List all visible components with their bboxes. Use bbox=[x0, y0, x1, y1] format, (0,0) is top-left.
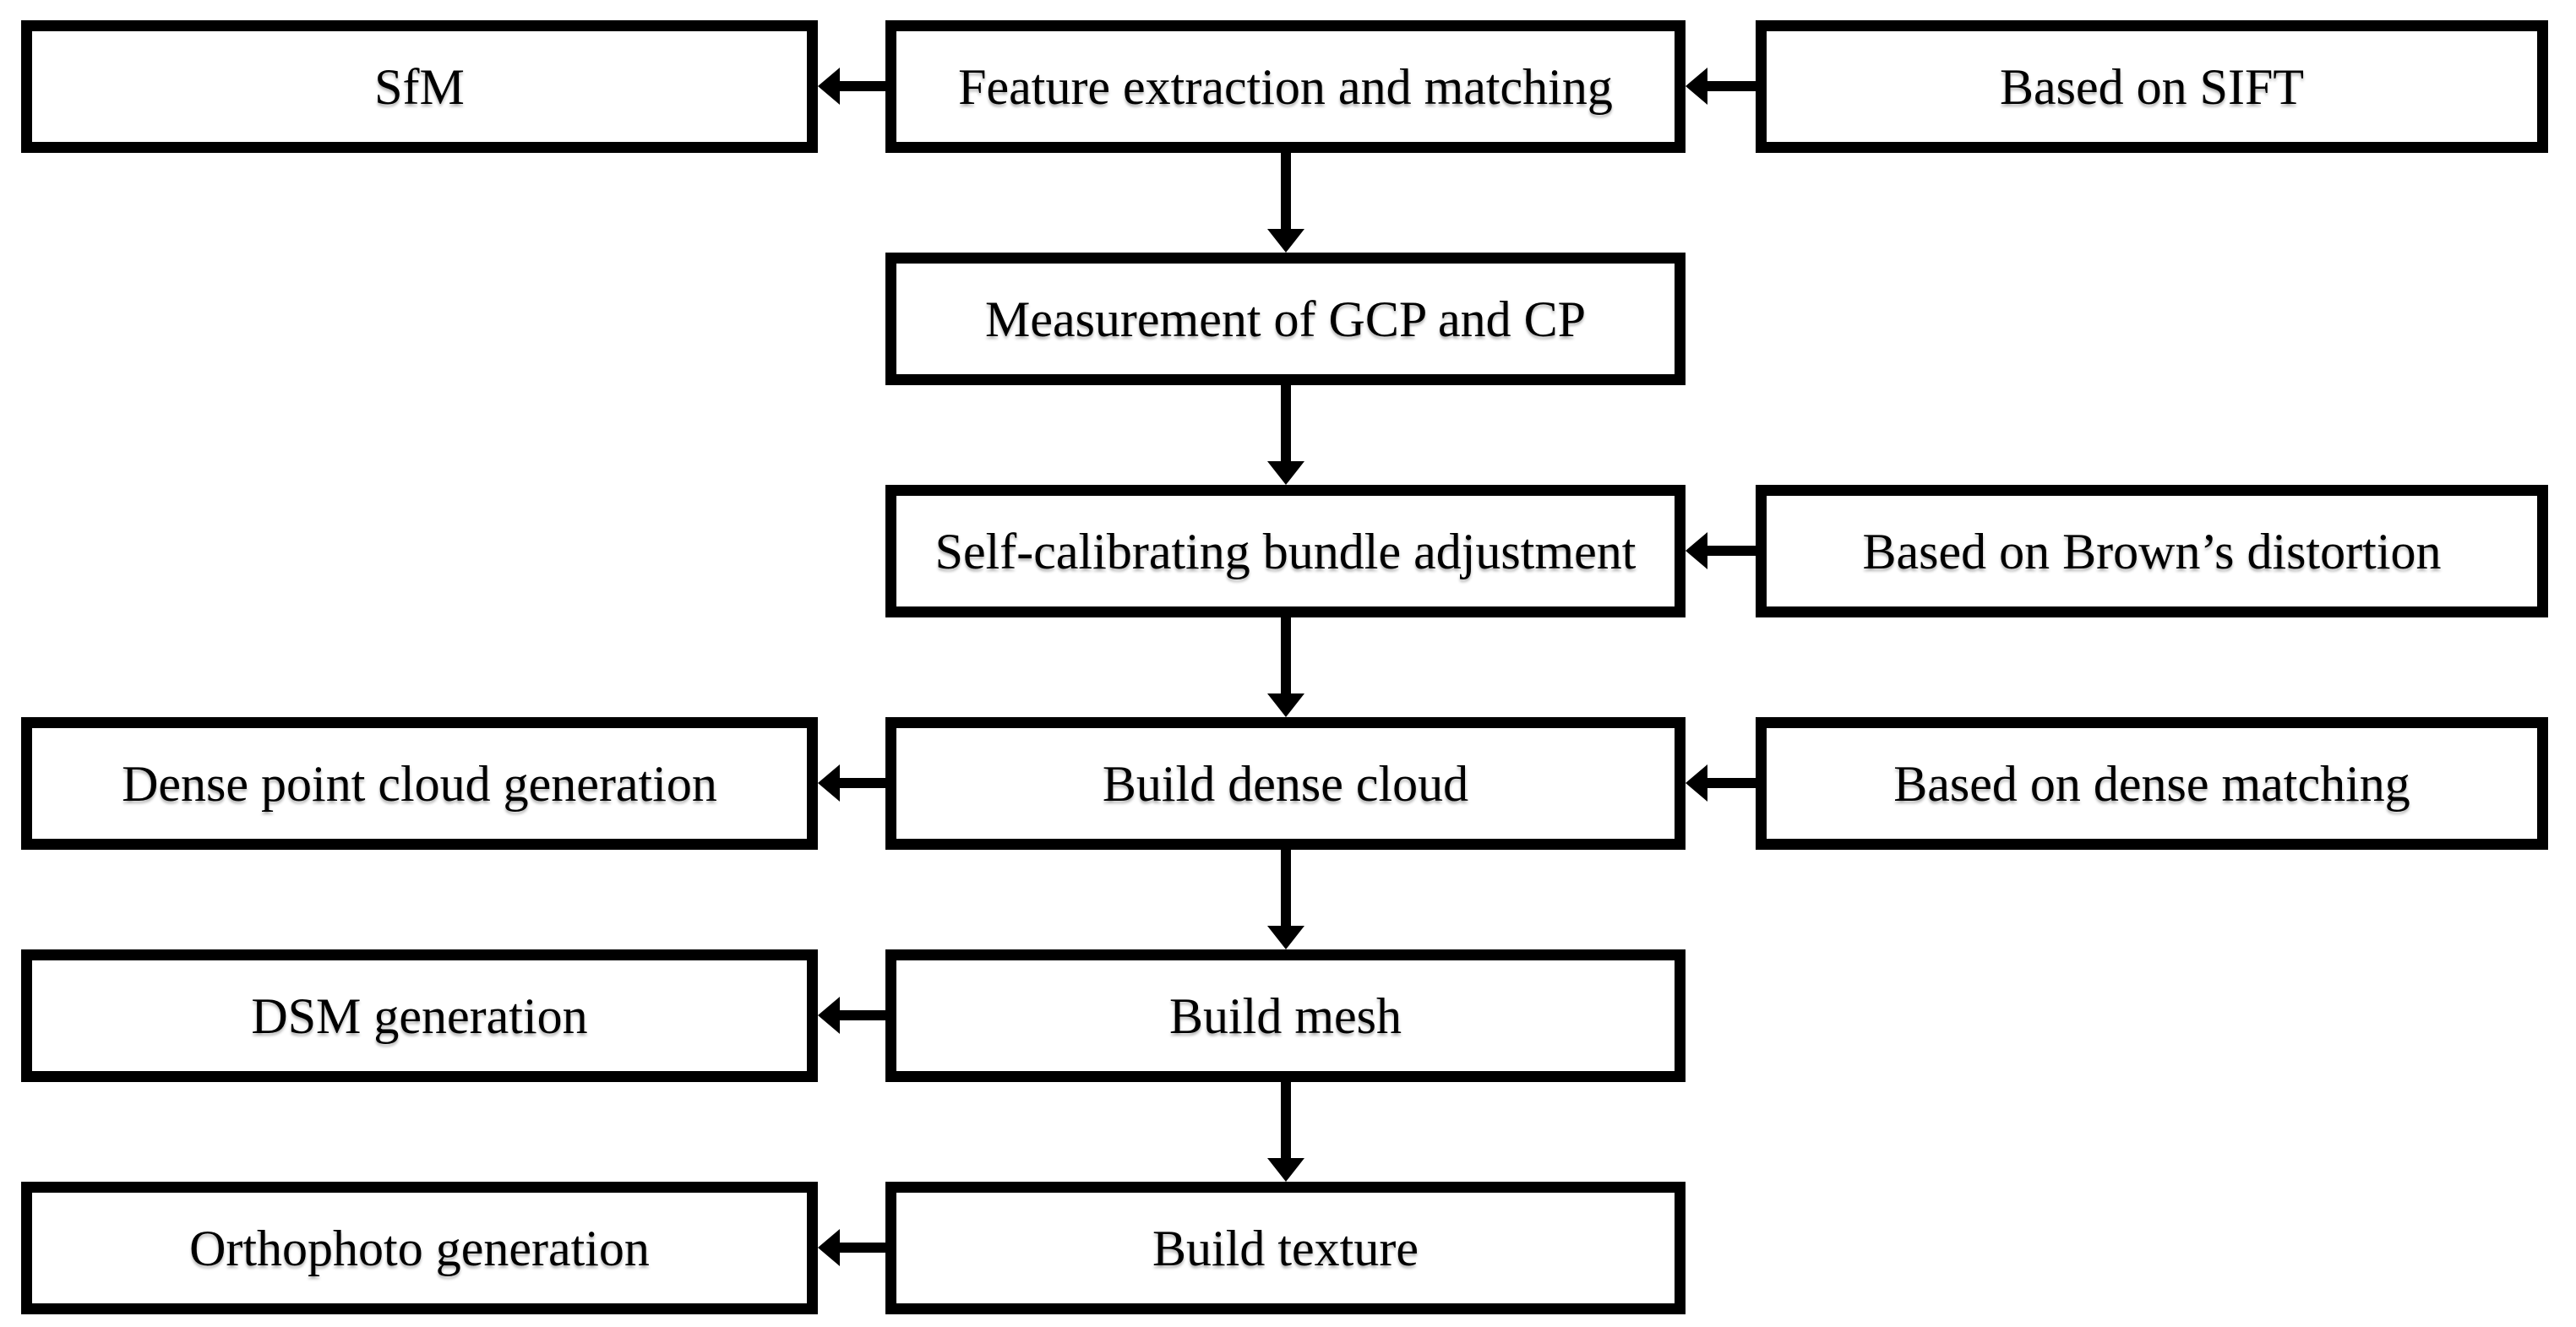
left-arrowhead-icon bbox=[1686, 68, 1707, 105]
node-bundle-adjustment: Self-calibrating bundle adjustment bbox=[885, 485, 1686, 617]
arrow-based-on-sift-to-feature-extraction bbox=[1686, 68, 1756, 105]
node-dense-matching-label: Based on dense matching bbox=[1893, 755, 2410, 812]
arrow-stem bbox=[1281, 850, 1291, 926]
node-dense-point-cloud-label: Dense point cloud generation bbox=[122, 755, 717, 812]
node-orthophoto-generation: Orthophoto generation bbox=[21, 1182, 818, 1314]
node-build-texture: Build texture bbox=[885, 1182, 1686, 1314]
node-dsm-generation-label: DSM generation bbox=[251, 987, 588, 1044]
node-dense-point-cloud: Dense point cloud generation bbox=[21, 717, 818, 850]
node-dense-matching: Based on dense matching bbox=[1756, 717, 2548, 850]
arrow-stem bbox=[1281, 617, 1291, 693]
node-feature-extraction-label: Feature extraction and matching bbox=[958, 58, 1613, 115]
arrow-stem bbox=[840, 1243, 885, 1253]
arrow-stem bbox=[1281, 385, 1291, 461]
node-dsm-generation: DSM generation bbox=[21, 949, 818, 1082]
down-arrowhead-icon bbox=[1267, 1158, 1304, 1182]
node-bundle-adjustment-label: Self-calibrating bundle adjustment bbox=[934, 523, 1637, 579]
node-build-texture-label: Build texture bbox=[1152, 1220, 1419, 1276]
arrow-dense-matching-to-build-dense-cloud bbox=[1686, 764, 1756, 802]
node-based-on-sift-label: Based on SIFT bbox=[2000, 58, 2304, 115]
arrow-stem bbox=[1281, 1082, 1291, 1158]
node-gcp-cp-measurement: Measurement of GCP and CP bbox=[885, 253, 1686, 385]
left-arrowhead-icon bbox=[818, 68, 840, 105]
arrow-brown-distortion-to-bundle-adjustment bbox=[1686, 532, 1756, 569]
node-brown-distortion-label: Based on Brown’s distortion bbox=[1862, 523, 2442, 579]
down-arrowhead-icon bbox=[1267, 693, 1304, 717]
node-sfm: SfM bbox=[21, 20, 818, 153]
arrow-stem bbox=[1707, 778, 1756, 788]
node-build-dense-cloud-label: Build dense cloud bbox=[1102, 755, 1469, 812]
arrow-stem bbox=[840, 81, 885, 91]
arrow-build-mesh-to-dsm-generation bbox=[818, 997, 885, 1034]
down-arrowhead-icon bbox=[1267, 461, 1304, 485]
node-build-mesh-label: Build mesh bbox=[1168, 987, 1402, 1044]
arrow-gcp-measurement-to-bundle-adjustment bbox=[1267, 385, 1304, 485]
node-feature-extraction: Feature extraction and matching bbox=[885, 20, 1686, 153]
down-arrowhead-icon bbox=[1267, 926, 1304, 949]
arrow-feature-extraction-to-gcp-measurement bbox=[1267, 153, 1304, 253]
arrow-build-texture-to-orthophoto-generation bbox=[818, 1229, 885, 1266]
arrow-build-dense-cloud-to-dense-point-cloud bbox=[818, 764, 885, 802]
left-arrowhead-icon bbox=[1686, 764, 1707, 802]
arrow-bundle-adjustment-to-build-dense-cloud bbox=[1267, 617, 1304, 717]
arrow-build-dense-cloud-to-build-mesh bbox=[1267, 850, 1304, 949]
left-arrowhead-icon bbox=[1686, 532, 1707, 569]
arrow-stem bbox=[840, 1010, 885, 1020]
down-arrowhead-icon bbox=[1267, 229, 1304, 253]
node-build-dense-cloud: Build dense cloud bbox=[885, 717, 1686, 850]
arrow-build-mesh-to-build-texture bbox=[1267, 1082, 1304, 1182]
node-orthophoto-generation-label: Orthophoto generation bbox=[189, 1220, 650, 1276]
node-brown-distortion: Based on Brown’s distortion bbox=[1756, 485, 2548, 617]
arrow-stem bbox=[1707, 81, 1756, 91]
left-arrowhead-icon bbox=[818, 1229, 840, 1266]
node-based-on-sift: Based on SIFT bbox=[1756, 20, 2548, 153]
left-arrowhead-icon bbox=[818, 997, 840, 1034]
arrow-stem bbox=[1281, 153, 1291, 229]
node-sfm-label: SfM bbox=[374, 58, 465, 115]
arrow-stem bbox=[1707, 546, 1756, 556]
arrow-stem bbox=[840, 778, 885, 788]
node-build-mesh: Build mesh bbox=[885, 949, 1686, 1082]
arrow-feature-extraction-to-sfm bbox=[818, 68, 885, 105]
node-gcp-cp-measurement-label: Measurement of GCP and CP bbox=[984, 291, 1587, 347]
left-arrowhead-icon bbox=[818, 764, 840, 802]
